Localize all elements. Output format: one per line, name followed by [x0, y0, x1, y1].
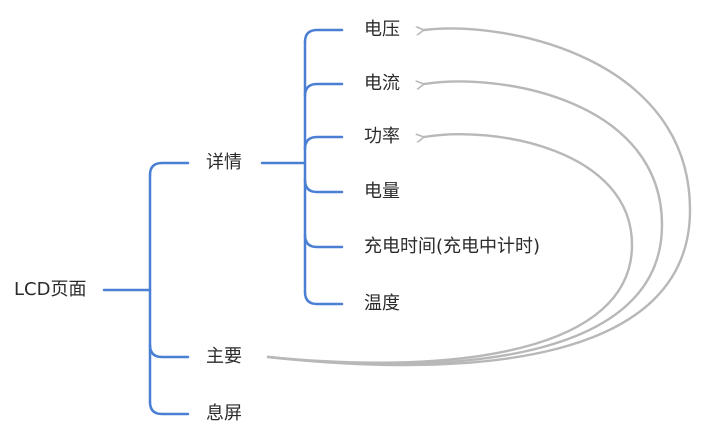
branch-node-main: 主要 [206, 346, 242, 367]
connector-to-sleep [148, 400, 190, 416]
reference-arrow-voltage [266, 29, 692, 367]
reference-arrows [266, 29, 692, 367]
leaf-node-charge-time: 充电时间(充电中计时) [364, 236, 541, 257]
branch-node-details: 详情 [206, 152, 242, 173]
connector-to-details [148, 161, 190, 177]
connector-to-temperature [303, 290, 344, 306]
leaf-node-current: 电流 [364, 73, 400, 94]
connector-to-energy [303, 178, 344, 194]
connector-to-main [148, 343, 190, 359]
branch-node-sleep: 息屏 [206, 403, 242, 424]
leaf-node-temperature: 温度 [364, 293, 400, 314]
leaf-node-energy: 电量 [364, 181, 400, 202]
connector-to-charge-time [303, 233, 344, 249]
connector-to-power [303, 135, 344, 151]
root-node-lcd-page: LCD页面 [14, 279, 87, 300]
connector-to-voltage [303, 28, 344, 44]
root-bracket [102, 161, 190, 416]
reference-arrow-current [266, 80, 664, 366]
details-bracket [260, 28, 344, 306]
leaf-node-power: 功率 [364, 126, 400, 147]
connector-to-current [303, 82, 344, 98]
reference-arrow-power [266, 133, 634, 364]
leaf-node-voltage: 电压 [364, 19, 400, 40]
